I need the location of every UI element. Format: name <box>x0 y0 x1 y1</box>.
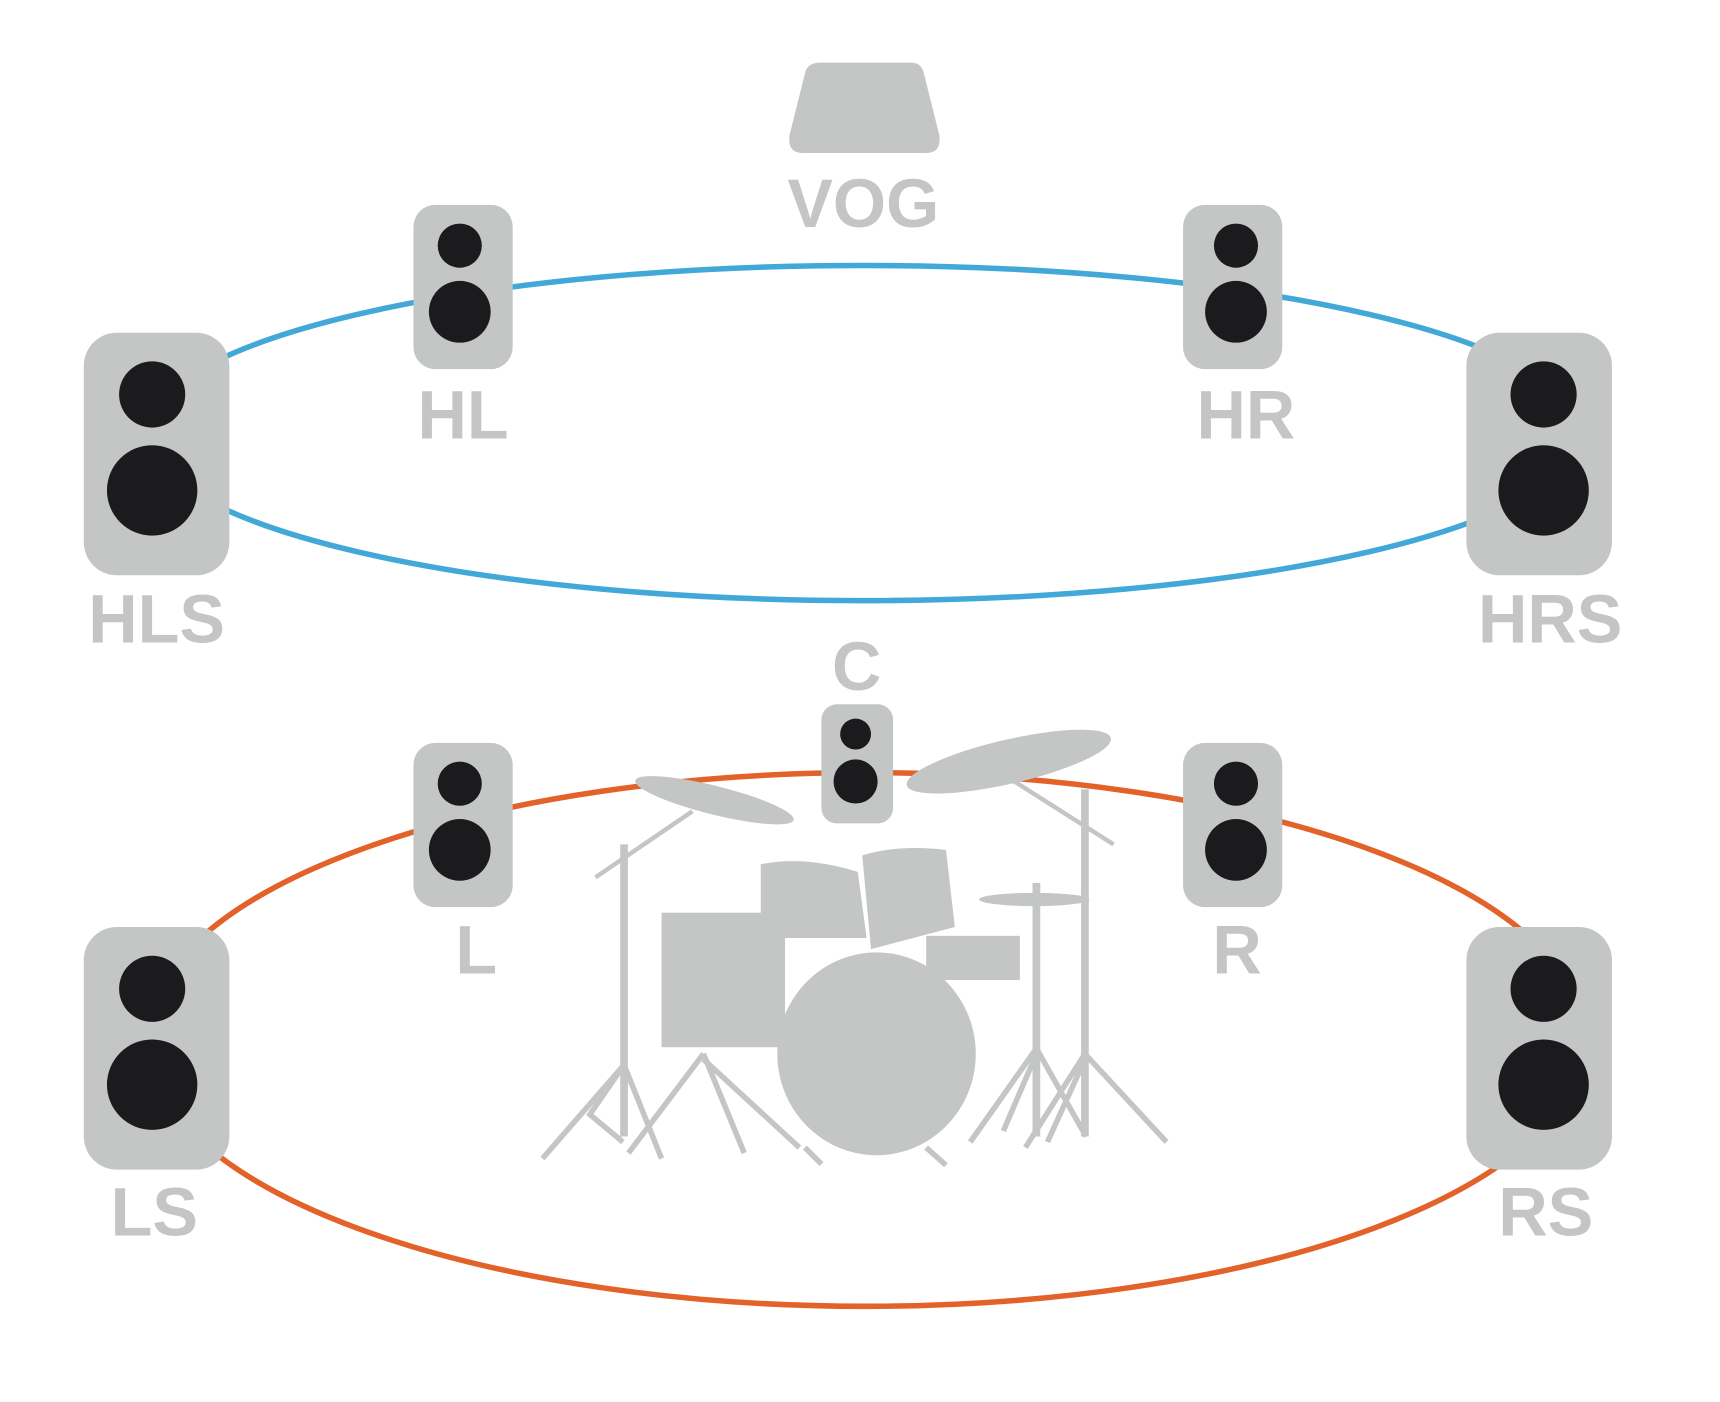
label-l: L <box>455 912 497 988</box>
speaker-c: C <box>821 629 894 824</box>
tweeter-icon <box>840 718 872 750</box>
tweeter-icon <box>1213 223 1259 268</box>
drum-kit-icon <box>540 729 1169 1168</box>
woofer-icon <box>1498 445 1589 536</box>
speaker-rs: RS <box>1466 927 1612 1251</box>
speaker-hr: HR <box>1183 204 1296 454</box>
speaker-r: R <box>1183 742 1283 988</box>
speaker-hrs: HRS <box>1466 332 1622 658</box>
label-r: R <box>1212 912 1261 988</box>
tweeter-icon <box>1213 761 1259 806</box>
label-hl: HL <box>418 378 509 454</box>
woofer-icon <box>1205 818 1267 881</box>
woofer-icon <box>106 445 198 536</box>
woofer-icon <box>106 1039 198 1130</box>
tweeter-icon <box>119 955 186 1022</box>
woofer-icon <box>833 759 878 804</box>
label-hls: HLS <box>88 582 225 658</box>
woofer-icon <box>1498 1039 1589 1130</box>
label-c: C <box>832 629 881 705</box>
speaker-hl: HL <box>413 204 513 454</box>
speaker-vog: VOG <box>787 62 940 242</box>
woofer-icon <box>428 818 491 881</box>
label-hrs: HRS <box>1478 582 1622 658</box>
label-vog: VOG <box>787 166 939 242</box>
tweeter-icon <box>1510 361 1577 428</box>
woofer-icon <box>428 280 491 343</box>
speaker-ls: LS <box>83 927 230 1251</box>
tweeter-icon <box>119 361 186 428</box>
tweeter-icon <box>437 223 482 268</box>
label-ls: LS <box>111 1175 198 1251</box>
tweeter-icon <box>437 761 482 806</box>
woofer-icon <box>1205 280 1267 343</box>
label-hr: HR <box>1197 378 1296 454</box>
speaker-l: L <box>413 742 513 988</box>
height-layer-ring <box>143 262 1583 604</box>
tweeter-icon <box>1510 955 1577 1022</box>
speaker-hls: HLS <box>83 332 230 658</box>
label-rs: RS <box>1498 1175 1593 1251</box>
